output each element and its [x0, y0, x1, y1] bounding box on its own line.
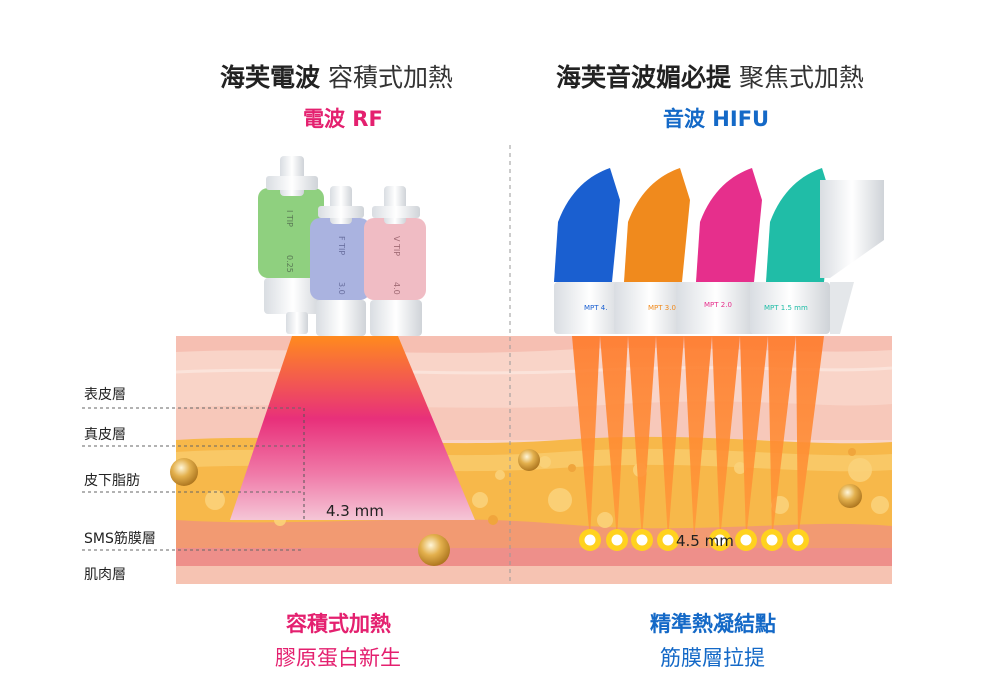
- hifu-title-light: 聚焦式加熱: [738, 63, 864, 92]
- hifu-cartridge-pink-label: MPT 2.0: [704, 301, 732, 309]
- gold-particles: [170, 449, 862, 566]
- hifu-cartridges: [554, 168, 884, 334]
- hifu-focal-points: [579, 529, 809, 551]
- layer-label-dermis: 真皮層: [84, 427, 126, 443]
- rf-caption-line1: 容積式加熱: [286, 612, 391, 636]
- rf-title: 海芙電波 容積式加熱: [220, 58, 453, 94]
- hifu-caption-line2: 筋膜層拉提: [660, 646, 765, 670]
- rf-tip-f: [310, 186, 370, 336]
- rf-depth-unit: mm: [354, 502, 384, 520]
- layer-label-muscle: 肌肉層: [84, 567, 126, 583]
- hifu-title: 海芙音波媚必提 聚焦式加熱: [556, 58, 864, 94]
- rf-title-light: 容積式加熱: [327, 63, 453, 92]
- layer-label-sms: SMS筋膜層: [84, 531, 156, 547]
- rf-tip-i-label: I TIP: [285, 210, 294, 227]
- hifu-beams: [572, 336, 824, 540]
- rf-tip-f-number: 3.0: [337, 282, 346, 295]
- hifu-cartridge-orange-label: MPT 3.0: [648, 304, 676, 312]
- hifu-title-bold: 海芙音波媚必提: [556, 63, 732, 92]
- layer-guide-lines: [82, 407, 304, 551]
- hifu-cartridge-mpt-label: MPT: [764, 304, 779, 312]
- rf-tip-v-label: V TIP: [392, 236, 401, 257]
- rf-tip-i: [258, 156, 324, 334]
- rf-depth-measure: 4.3 mm: [326, 502, 384, 520]
- rf-tip-v-number: 4.0: [392, 282, 401, 295]
- hifu-depth-unit: mm: [704, 532, 734, 550]
- rf-depth-value: 4.3: [326, 502, 350, 520]
- hifu-cartridge-mpt-label: MPT: [648, 304, 663, 312]
- hifu-cartridge-blue-label: MPT 4.: [584, 304, 607, 312]
- layer-label-subcutaneous-fat: 皮下脂肪: [84, 473, 140, 489]
- layer-label-epidermis: 表皮層: [84, 387, 126, 403]
- rf-tip-v: [364, 186, 426, 336]
- rf-title-bold: 海芙電波: [220, 63, 321, 92]
- rf-tip-i-number: 0.25: [285, 255, 294, 273]
- rf-caption-line2: 膠原蛋白新生: [275, 646, 401, 670]
- hifu-cartridge-mpt-label: MPT: [704, 301, 719, 309]
- hifu-cartridge-orange-value: 3.0: [664, 304, 676, 312]
- rf-heat-beam: [230, 336, 475, 520]
- hifu-cartridge-teal-value: 1.5 mm: [780, 304, 808, 312]
- hifu-subtitle: 音波 HIFU: [663, 107, 770, 131]
- rf-tip-f-label: F TIP: [337, 236, 346, 256]
- hifu-depth-value: 4.5: [676, 532, 700, 550]
- hifu-cartridge-blue-value: 4.: [600, 304, 608, 312]
- hifu-cartridge-pink-value: 2.0: [720, 301, 732, 309]
- hifu-cartridge-teal-label: MPT 1.5 mm: [764, 304, 808, 312]
- hifu-cartridge-mpt-label: MPT: [584, 304, 599, 312]
- rf-subtitle: 電波 RF: [303, 107, 383, 131]
- hifu-caption-line1: 精準熱凝結點: [650, 612, 776, 636]
- hifu-depth-measure: 4.5 mm: [676, 532, 734, 550]
